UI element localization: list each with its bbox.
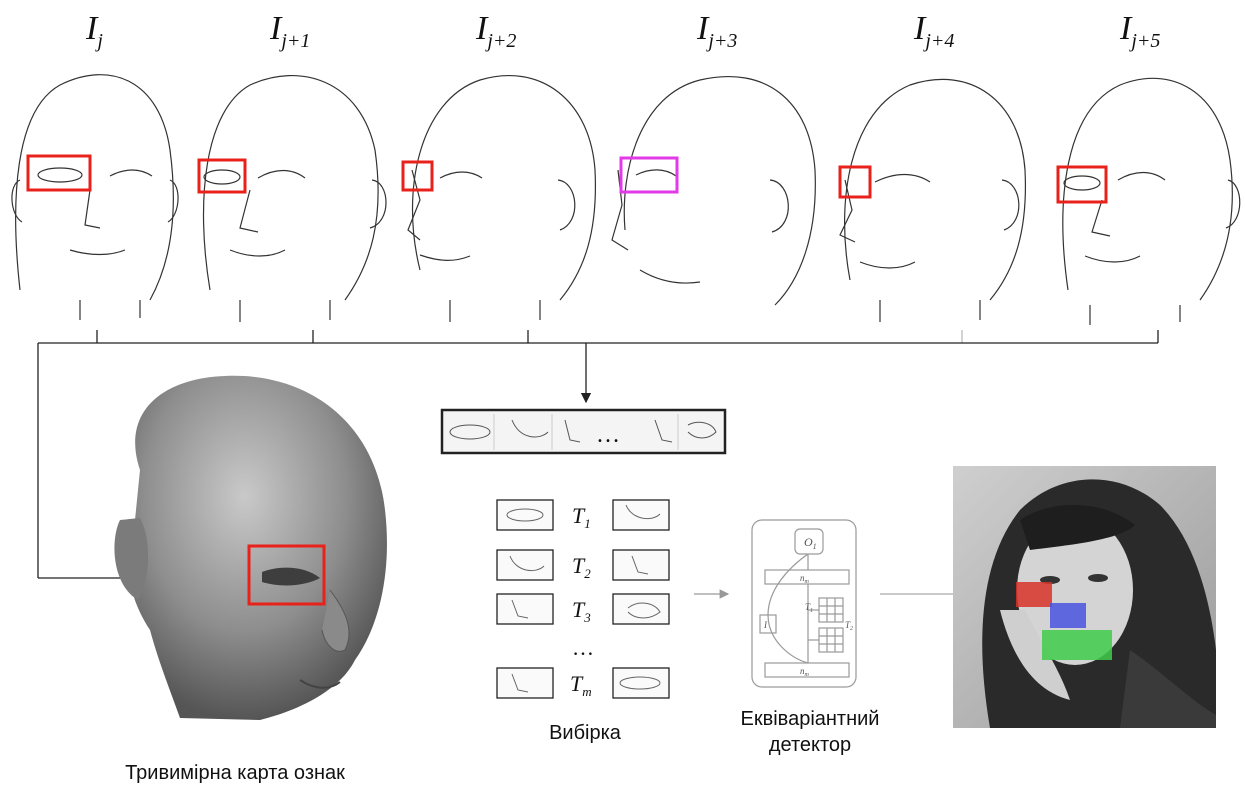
template-label-m: Tm	[570, 671, 592, 699]
templates-ellipsis: …	[572, 635, 594, 660]
patch-red	[1016, 582, 1052, 607]
patch-blue	[1050, 603, 1086, 628]
head-sketch-4	[840, 79, 1025, 322]
head-sketch-0	[12, 75, 178, 320]
caption-detector-1: Еквіваріантний	[720, 708, 900, 731]
eye-box-2	[403, 162, 432, 190]
eye-box-4	[840, 167, 870, 197]
template-label-2: T2	[572, 553, 591, 581]
face-photo	[953, 466, 1216, 728]
patch-green	[1042, 630, 1112, 660]
head-sketch-1	[203, 76, 386, 322]
caption-detector-2: детектор	[720, 734, 900, 757]
caption-sample: Вибірка	[520, 722, 650, 745]
svg-text:T2: T2	[845, 620, 853, 632]
caption-3d-map: Тривимірна карта ознак	[110, 762, 360, 785]
head-3d	[114, 376, 387, 720]
head-sketch-2	[408, 76, 595, 322]
strip-ellipsis: …	[596, 422, 620, 448]
patch-strip	[442, 410, 725, 453]
svg-text:T1: T1	[805, 602, 813, 614]
template-label-1: T1	[572, 503, 591, 531]
template-label-3: T3	[572, 597, 591, 625]
